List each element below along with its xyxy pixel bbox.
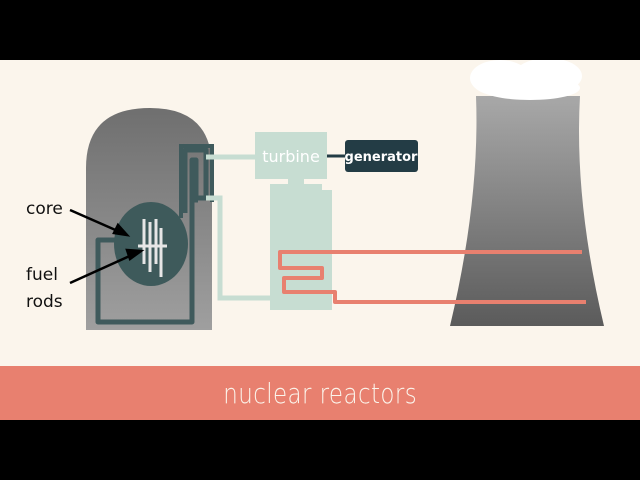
banner-title: nuclear reactors bbox=[223, 376, 417, 410]
steam-cloud bbox=[470, 58, 582, 100]
reactor-diagram: core fuel rods turbine generator bbox=[26, 58, 604, 330]
generator-label: generator bbox=[345, 150, 419, 165]
steam-generator-loop bbox=[179, 144, 214, 218]
core-arrow-head bbox=[112, 222, 131, 237]
fuel-arrow-line bbox=[69, 252, 135, 285]
letterbox-top bbox=[0, 0, 640, 60]
primary-coolant-loop bbox=[95, 147, 209, 325]
cooling-water-loop bbox=[278, 250, 586, 304]
letterbox-bottom bbox=[0, 420, 640, 480]
diagram-canvas: core fuel rods turbine generator bbox=[0, 58, 640, 366]
turbine-box bbox=[255, 132, 327, 179]
pointer-arrows bbox=[69, 208, 145, 285]
fuel-label-line1: fuel bbox=[26, 265, 58, 285]
turbine-stem bbox=[288, 178, 304, 184]
cooling-tower bbox=[450, 96, 604, 326]
fuel-arrow-head bbox=[125, 248, 145, 262]
title-banner: nuclear reactors bbox=[0, 366, 640, 420]
fuel-label-line2: rods bbox=[26, 292, 63, 312]
core-label: core bbox=[26, 199, 63, 219]
steam-puff bbox=[480, 76, 580, 100]
core-arrow-line bbox=[69, 208, 121, 234]
generator-box bbox=[345, 140, 418, 172]
return-pipe bbox=[206, 195, 270, 301]
turbine-collar bbox=[270, 184, 322, 190]
turbine-label: turbine bbox=[262, 147, 320, 166]
steam-pipes bbox=[206, 154, 270, 301]
